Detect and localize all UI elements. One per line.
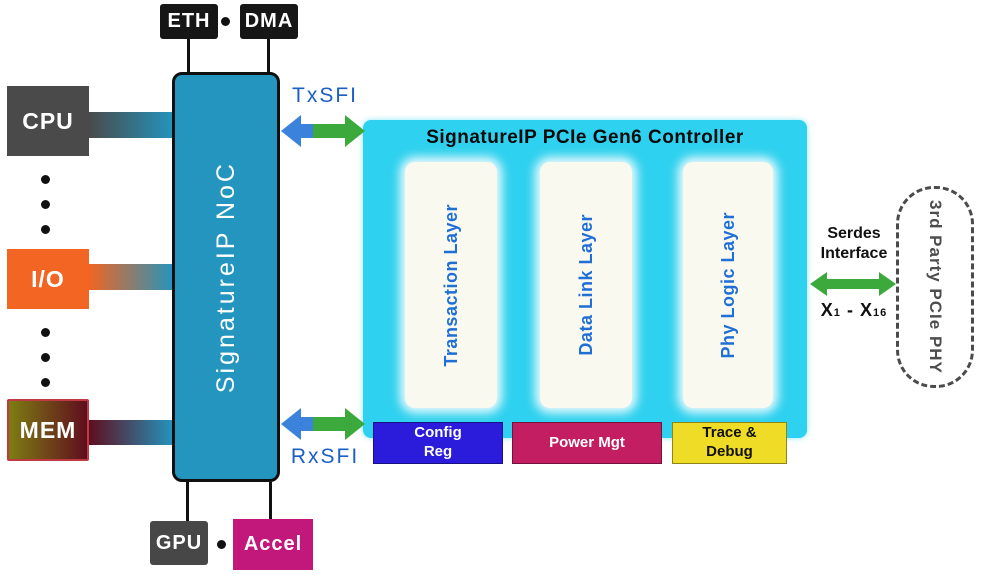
- accel-block: Accel: [233, 519, 313, 570]
- trace-debug-label: Trace & Debug: [702, 424, 757, 460]
- lane-separator: -: [846, 300, 854, 320]
- separator-dot-bottom: [217, 540, 226, 549]
- gpu-block: GPU: [150, 521, 208, 565]
- eth-noc-wire: [187, 39, 190, 74]
- accel-label: Accel: [243, 533, 303, 555]
- lane-range-label: X1 - X16: [810, 300, 898, 321]
- trace-debug-block: Trace & Debug: [672, 422, 787, 464]
- cpu-label: CPU: [22, 107, 74, 134]
- third-party-phy-label: 3rd Party PCIe PHY: [926, 200, 945, 374]
- data-link-layer-block: Data Link Layer: [540, 162, 632, 408]
- noc-accel-wire: [269, 482, 272, 520]
- dma-noc-wire: [267, 39, 270, 74]
- gpu-label: GPU: [155, 531, 203, 554]
- ellipsis-dot: [41, 200, 50, 209]
- noc-gpu-wire: [186, 482, 189, 522]
- right-arrow-icon: [313, 408, 365, 440]
- signatureip-noc-block: SignatureIP NoC: [172, 72, 280, 482]
- mem-noc-connector: [89, 420, 174, 445]
- dma-label: DMA: [244, 10, 294, 32]
- lane-min-num: 1: [833, 307, 841, 319]
- dma-block: DMA: [240, 4, 298, 39]
- serdes-double-arrow-icon: [810, 272, 896, 296]
- txsfi-bidirectional-arrows: [281, 115, 365, 147]
- io-block: I/O: [7, 249, 89, 309]
- io-label: I/O: [31, 265, 65, 292]
- txsfi-label: TxSFI: [292, 84, 358, 107]
- separator-dot-top: [221, 17, 230, 26]
- left-arrow-icon: [281, 115, 333, 147]
- power-mgt-label: Power Mgt: [549, 433, 625, 451]
- phy-logic-layer-block: Phy Logic Layer: [683, 162, 773, 408]
- eth-block: ETH: [160, 4, 218, 39]
- data-link-layer-label: Data Link Layer: [575, 214, 596, 356]
- lane-min-x: X: [820, 300, 834, 320]
- config-reg-block: Config Reg: [373, 422, 503, 464]
- ellipsis-dot: [41, 175, 50, 184]
- lane-max-x: X: [859, 300, 873, 320]
- eth-label: ETH: [167, 10, 211, 32]
- ellipsis-dot: [41, 353, 50, 362]
- controller-title: SignatureIP PCIe Gen6 Controller: [426, 127, 744, 148]
- lane-max-num: 16: [872, 307, 888, 319]
- ellipsis-dot: [41, 378, 50, 387]
- io-noc-connector: [89, 264, 174, 290]
- serdes-interface-label: Serdes Interface: [820, 225, 888, 262]
- mem-block: MEM: [7, 399, 89, 461]
- phy-logic-layer-label: Phy Logic Layer: [717, 211, 738, 359]
- right-arrow-icon: [313, 115, 365, 147]
- third-party-pcie-phy-block: 3rd Party PCIe PHY: [896, 186, 974, 388]
- transaction-layer-block: Transaction Layer: [405, 162, 497, 408]
- ellipsis-dot: [41, 225, 50, 234]
- rxsfi-label: RxSFI: [290, 445, 360, 468]
- ellipsis-dot: [41, 328, 50, 337]
- transaction-layer-label: Transaction Layer: [440, 203, 461, 367]
- mem-label: MEM: [19, 416, 77, 443]
- left-arrow-icon: [281, 408, 333, 440]
- noc-label: SignatureIP NoC: [211, 160, 240, 394]
- cpu-noc-connector: [89, 112, 174, 138]
- cpu-block: CPU: [7, 86, 89, 156]
- power-mgt-block: Power Mgt: [512, 422, 662, 464]
- config-reg-label: Config Reg: [414, 424, 462, 460]
- rxsfi-bidirectional-arrows: [281, 408, 365, 440]
